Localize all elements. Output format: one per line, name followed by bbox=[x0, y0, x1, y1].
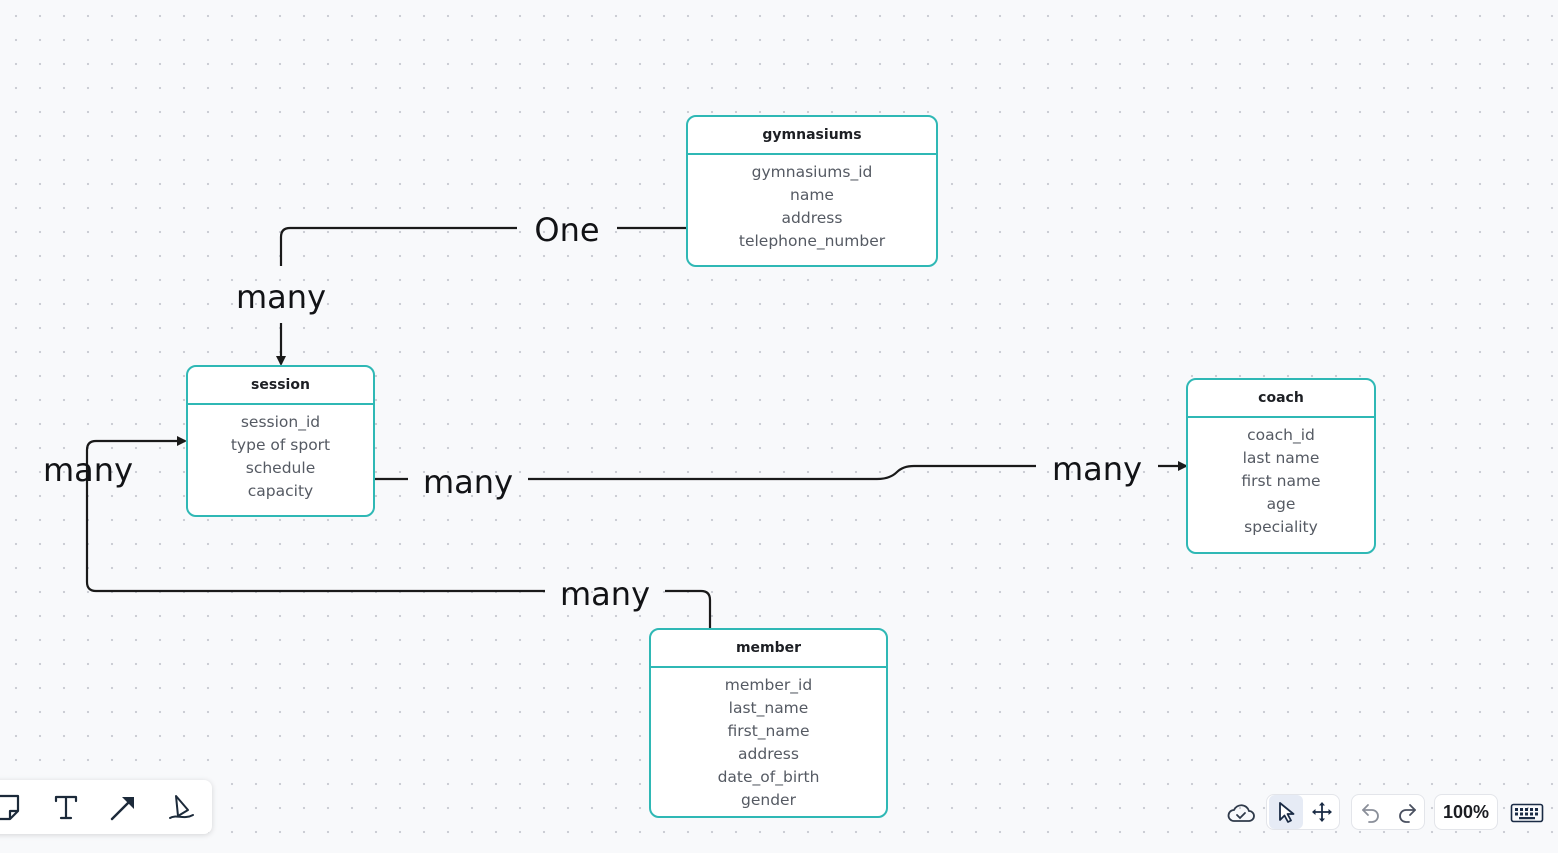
entity-field: first_name bbox=[727, 722, 810, 740]
entity-field: gymnasiums_id bbox=[751, 163, 873, 181]
entity-field: age bbox=[1266, 495, 1296, 513]
zoom-control[interactable]: 100% bbox=[1434, 794, 1498, 830]
relation-label-many[interactable]: many bbox=[560, 575, 650, 613]
relation-label-many[interactable]: many bbox=[423, 463, 513, 501]
keyboard-icon[interactable] bbox=[1510, 796, 1544, 830]
entity-field: coach_id bbox=[1247, 426, 1315, 444]
tool-palette bbox=[0, 780, 212, 834]
connector-member-session[interactable] bbox=[85, 441, 712, 628]
entity-field: date_of_birth bbox=[717, 768, 820, 786]
entity-title: session bbox=[188, 367, 373, 405]
entity-fields: member_id last_name first_name address d… bbox=[651, 668, 886, 812]
connector-gymnasiums-session[interactable] bbox=[281, 226, 688, 364]
connector-session-coach[interactable] bbox=[375, 466, 1186, 481]
undo-icon[interactable] bbox=[1354, 795, 1388, 829]
entity-coach[interactable]: coach coach_id last name first name age … bbox=[1186, 378, 1376, 554]
entity-field: session_id bbox=[240, 413, 321, 431]
entity-field: name bbox=[790, 186, 834, 204]
entity-session[interactable]: session session_id type of sport schedul… bbox=[186, 365, 375, 517]
entity-field: telephone_number bbox=[738, 232, 886, 250]
relation-label-many[interactable]: many bbox=[236, 278, 326, 316]
entity-member[interactable]: member member_id last_name first_name ad… bbox=[649, 628, 888, 818]
zoom-level[interactable]: 100% bbox=[1442, 802, 1490, 822]
relation-label-many[interactable]: many bbox=[1052, 450, 1142, 488]
entity-field: last name bbox=[1242, 449, 1320, 467]
entity-field: gender bbox=[741, 791, 796, 809]
select-cursor-icon[interactable] bbox=[1269, 795, 1303, 829]
entity-title: gymnasiums bbox=[688, 117, 936, 155]
entity-title: member bbox=[651, 630, 886, 668]
canvas-mode-group bbox=[1266, 794, 1340, 830]
entity-field: capacity bbox=[247, 482, 314, 500]
entity-field: schedule bbox=[245, 459, 316, 477]
entity-fields: coach_id last name first name age specia… bbox=[1188, 418, 1374, 539]
entity-field: member_id bbox=[724, 676, 813, 694]
relation-label-one[interactable]: One bbox=[534, 211, 600, 249]
entity-field: type of sport bbox=[230, 436, 331, 454]
entity-field: first name bbox=[1241, 472, 1321, 490]
entity-field: address bbox=[738, 745, 799, 763]
entity-field: address bbox=[781, 209, 843, 227]
entity-fields: gymnasiums_id name address telephone_num… bbox=[688, 155, 936, 253]
redo-icon[interactable] bbox=[1390, 795, 1424, 829]
pan-move-icon[interactable] bbox=[1305, 795, 1339, 829]
entity-fields: session_id type of sport schedule capaci… bbox=[188, 405, 373, 503]
relation-label-many[interactable]: many bbox=[43, 451, 133, 489]
sticky-note-icon[interactable] bbox=[0, 787, 28, 827]
entity-title: coach bbox=[1188, 380, 1374, 418]
entity-field: last_name bbox=[728, 699, 809, 717]
cloud-saved-icon[interactable] bbox=[1224, 796, 1258, 830]
entity-gymnasiums[interactable]: gymnasiums gymnasiums_id name address te… bbox=[686, 115, 938, 267]
pen-tool-icon[interactable] bbox=[161, 787, 201, 827]
arrow-tool-icon[interactable] bbox=[103, 787, 143, 827]
text-tool-icon[interactable] bbox=[46, 787, 86, 827]
entity-field: speciality bbox=[1244, 518, 1318, 536]
history-group bbox=[1351, 794, 1425, 830]
